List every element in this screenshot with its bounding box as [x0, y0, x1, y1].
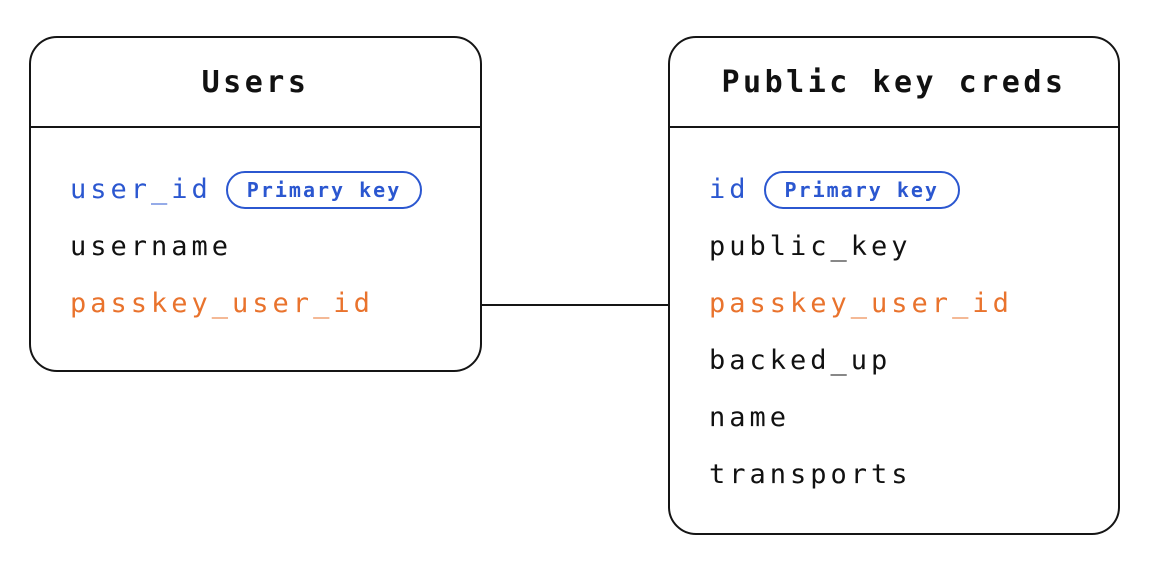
- field-row: passkey_user_id: [709, 275, 1118, 332]
- field-row: passkey_user_id: [70, 275, 480, 332]
- field-name: public_key: [709, 231, 912, 262]
- field-row: public_key: [709, 218, 1118, 275]
- field-name: id: [709, 174, 750, 205]
- field-row: transports: [709, 446, 1118, 503]
- table-public-key-creds: Public key creds id Primary key public_k…: [668, 36, 1120, 535]
- field-name: username: [70, 231, 233, 262]
- table-users: Users user_id Primary key username passk…: [29, 36, 482, 372]
- field-row: name: [709, 389, 1118, 446]
- field-name: passkey_user_id: [70, 288, 374, 319]
- field-row: user_id Primary key: [70, 161, 480, 218]
- field-name: backed_up: [709, 345, 892, 376]
- field-row: backed_up: [709, 332, 1118, 389]
- field-row: username: [70, 218, 480, 275]
- field-row: id Primary key: [709, 161, 1118, 218]
- field-name: user_id: [70, 174, 212, 205]
- table-fields: id Primary key public_key passkey_user_i…: [670, 128, 1118, 503]
- table-title: Public key creds: [721, 64, 1067, 100]
- table-fields: user_id Primary key username passkey_use…: [31, 128, 480, 332]
- table-title: Users: [201, 64, 310, 100]
- field-name: transports: [709, 459, 912, 490]
- table-header: Users: [31, 38, 480, 128]
- field-name: passkey_user_id: [709, 288, 1013, 319]
- primary-key-badge: Primary key: [763, 170, 960, 209]
- primary-key-badge: Primary key: [225, 170, 423, 209]
- table-header: Public key creds: [670, 38, 1118, 128]
- field-name: name: [709, 402, 791, 433]
- relationship-line: [470, 303, 680, 306]
